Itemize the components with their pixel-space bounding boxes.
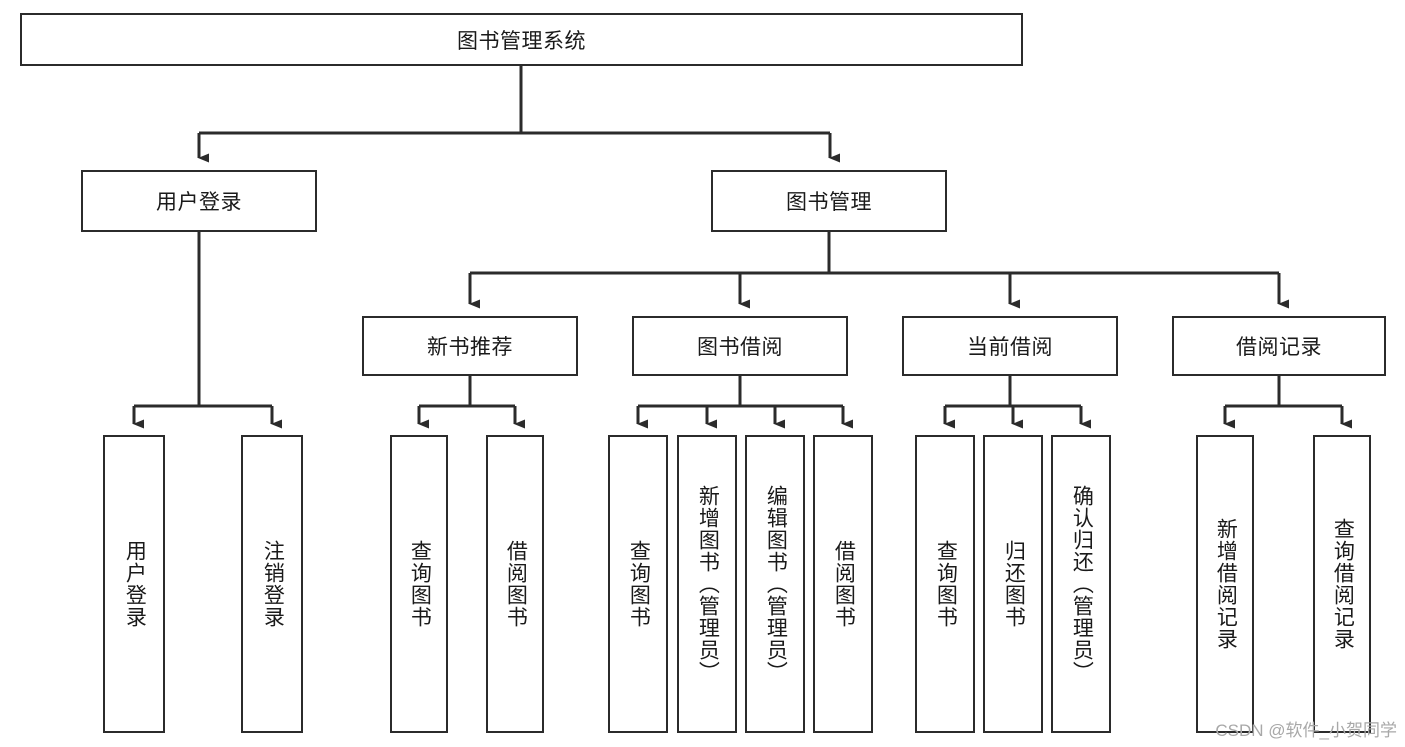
- node-leaf-borrow-book-1-label: 借阅图书: [504, 540, 528, 628]
- node-leaf-logout-login[interactable]: 注销登录: [241, 435, 303, 733]
- csdn-watermark: CSDN @软件_小贺同学: [1215, 721, 1397, 740]
- node-user-login-label: 用户登录: [156, 191, 242, 214]
- node-leaf-user-login[interactable]: 用户登录: [103, 435, 165, 733]
- node-leaf-edit-book-admin[interactable]: 编辑图书（管理员）: [745, 435, 805, 733]
- node-leaf-return-book-label: 归还图书: [1002, 540, 1026, 628]
- node-leaf-add-book-admin-label: 新增图书（管理员）: [696, 485, 720, 683]
- node-leaf-add-borrow-record[interactable]: 新增借阅记录: [1196, 435, 1254, 733]
- node-leaf-query-borrow-record-label: 查询借阅记录: [1331, 518, 1355, 650]
- node-leaf-query-borrow-record[interactable]: 查询借阅记录: [1313, 435, 1371, 733]
- node-borrow-record[interactable]: 借阅记录: [1172, 316, 1386, 376]
- node-book-borrow-label: 图书借阅: [697, 336, 783, 359]
- node-leaf-query-book-3-label: 查询图书: [934, 540, 958, 628]
- node-leaf-confirm-return-admin[interactable]: 确认归还（管理员）: [1051, 435, 1111, 733]
- node-book-manage-label: 图书管理: [786, 191, 872, 214]
- node-current-borrow-label: 当前借阅: [967, 336, 1053, 359]
- node-leaf-borrow-book-2-label: 借阅图书: [832, 540, 856, 628]
- node-book-borrow[interactable]: 图书借阅: [632, 316, 848, 376]
- node-root-label: 图书管理系统: [457, 29, 586, 53]
- node-new-book-recommend-label: 新书推荐: [427, 336, 513, 359]
- node-leaf-query-book-2[interactable]: 查询图书: [608, 435, 668, 733]
- node-leaf-user-login-label: 用户登录: [123, 540, 147, 628]
- node-new-book-recommend[interactable]: 新书推荐: [362, 316, 578, 376]
- node-borrow-record-label: 借阅记录: [1236, 336, 1322, 359]
- node-book-manage[interactable]: 图书管理: [711, 170, 947, 232]
- node-leaf-borrow-book-2[interactable]: 借阅图书: [813, 435, 873, 733]
- node-leaf-logout-login-label: 注销登录: [261, 540, 285, 628]
- node-current-borrow[interactable]: 当前借阅: [902, 316, 1118, 376]
- node-leaf-edit-book-admin-label: 编辑图书（管理员）: [764, 485, 788, 683]
- node-user-login[interactable]: 用户登录: [81, 170, 317, 232]
- node-leaf-confirm-return-admin-label: 确认归还（管理员）: [1070, 485, 1094, 683]
- node-leaf-add-borrow-record-label: 新增借阅记录: [1214, 518, 1238, 650]
- node-leaf-add-book-admin[interactable]: 新增图书（管理员）: [677, 435, 737, 733]
- node-leaf-query-book-1[interactable]: 查询图书: [390, 435, 448, 733]
- node-leaf-return-book[interactable]: 归还图书: [983, 435, 1043, 733]
- node-leaf-borrow-book-1[interactable]: 借阅图书: [486, 435, 544, 733]
- node-leaf-query-book-1-label: 查询图书: [408, 540, 432, 628]
- node-leaf-query-book-2-label: 查询图书: [627, 540, 651, 628]
- node-root[interactable]: 图书管理系统: [20, 13, 1023, 66]
- node-leaf-query-book-3[interactable]: 查询图书: [915, 435, 975, 733]
